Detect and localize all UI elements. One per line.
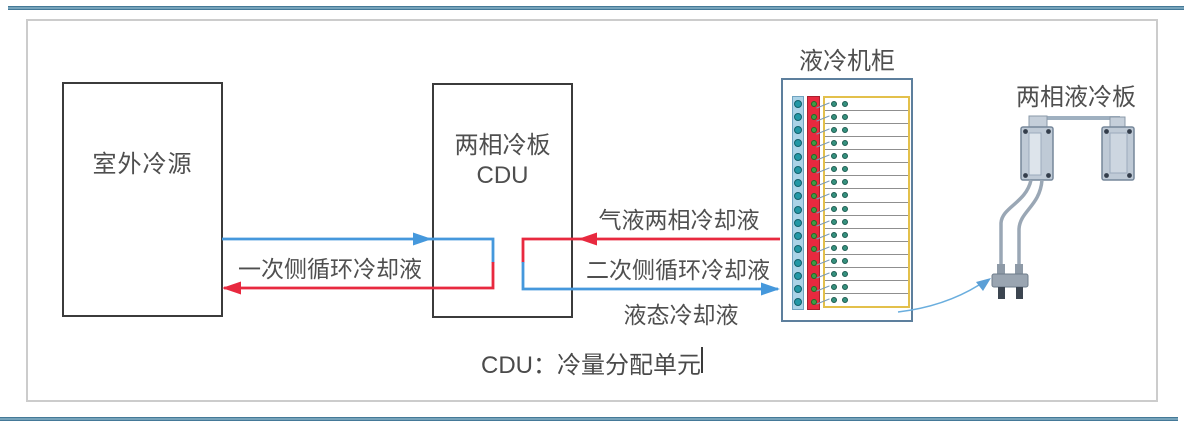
supply-manifold-port (794, 192, 802, 201)
cabinet-label: 液冷机柜 (799, 48, 895, 75)
return-manifold-port (810, 233, 817, 240)
flow-label-primary: 一次侧循环冷却液 (238, 256, 422, 282)
supply-manifold-port (794, 179, 802, 188)
server-node-slot (816, 215, 908, 229)
text-cursor (701, 347, 703, 373)
server-node-slot (816, 111, 908, 125)
server-node-slot (816, 150, 908, 164)
return-manifold-port (810, 180, 817, 187)
supply-manifold-port (794, 258, 802, 267)
return-manifold-port (810, 206, 817, 213)
server-node-slot (816, 189, 908, 203)
return-manifold-port (810, 299, 817, 306)
supply-manifold-port (794, 271, 802, 280)
supply-manifold-port (794, 218, 802, 227)
supply-manifold-port (794, 298, 802, 307)
server-node-slot (816, 176, 908, 190)
server-node-slot (816, 241, 908, 255)
server-node-slot (816, 280, 908, 294)
liquid-cooling-cabinet (781, 78, 913, 322)
server-node-slot (816, 267, 908, 281)
cold-plate-label: 两相液冷板 (1016, 84, 1136, 111)
supply-manifold-port (794, 112, 802, 121)
cabinet-supply-manifold (792, 96, 804, 310)
server-node-slot (816, 202, 908, 216)
return-manifold-port (810, 193, 817, 200)
return-manifold-port (810, 246, 817, 253)
outdoor-cold-source-label: 室外冷源 (92, 151, 193, 178)
server-node-slot (816, 293, 908, 306)
return-manifold-port (810, 166, 817, 173)
bottom-divider-rule (0, 417, 1178, 421)
top-divider-rule (8, 6, 1184, 10)
cabinet-server-rack (816, 96, 910, 308)
cdu-label: 两相冷板 CDU (434, 131, 571, 191)
return-manifold-port (810, 219, 817, 226)
return-manifold-port (810, 286, 817, 293)
return-manifold-port (810, 272, 817, 279)
server-node-slot (816, 98, 908, 112)
supply-manifold-port (794, 139, 802, 148)
server-node-slot (816, 228, 908, 242)
server-node-slot (816, 137, 908, 151)
outdoor-cold-source-box: 室外冷源 (62, 82, 223, 317)
supply-manifold-port (794, 245, 802, 254)
server-node-slot (816, 163, 908, 177)
flow-label-two-phase: 气液两相冷却液 (598, 207, 760, 233)
return-manifold-port (810, 140, 817, 147)
return-manifold-port (810, 153, 817, 160)
cdu-label-line1: 两相冷板 (454, 132, 551, 159)
return-manifold-port (810, 100, 817, 107)
server-node-slot (816, 124, 908, 138)
cdu-label-line2: CDU (476, 162, 529, 189)
flow-label-secondary: 二次侧循环冷却液 (586, 257, 770, 283)
supply-manifold-port (794, 152, 802, 161)
cdu-definition-caption: CDU：冷量分配单元 (481, 352, 701, 379)
supply-manifold-port (794, 285, 802, 294)
return-manifold-port (810, 259, 817, 266)
flow-label-liquid: 液态冷却液 (623, 302, 739, 328)
supply-manifold-port (794, 126, 802, 135)
cabinet-return-manifold (807, 96, 820, 310)
supply-manifold-port (794, 232, 802, 241)
supply-manifold-port (794, 205, 802, 214)
return-manifold-port (810, 127, 817, 134)
supply-manifold-port (794, 99, 802, 108)
return-manifold-port (810, 113, 817, 120)
cdu-box: 两相冷板 CDU (432, 83, 573, 318)
supply-manifold-port (794, 165, 802, 174)
server-node-slot (816, 254, 908, 268)
